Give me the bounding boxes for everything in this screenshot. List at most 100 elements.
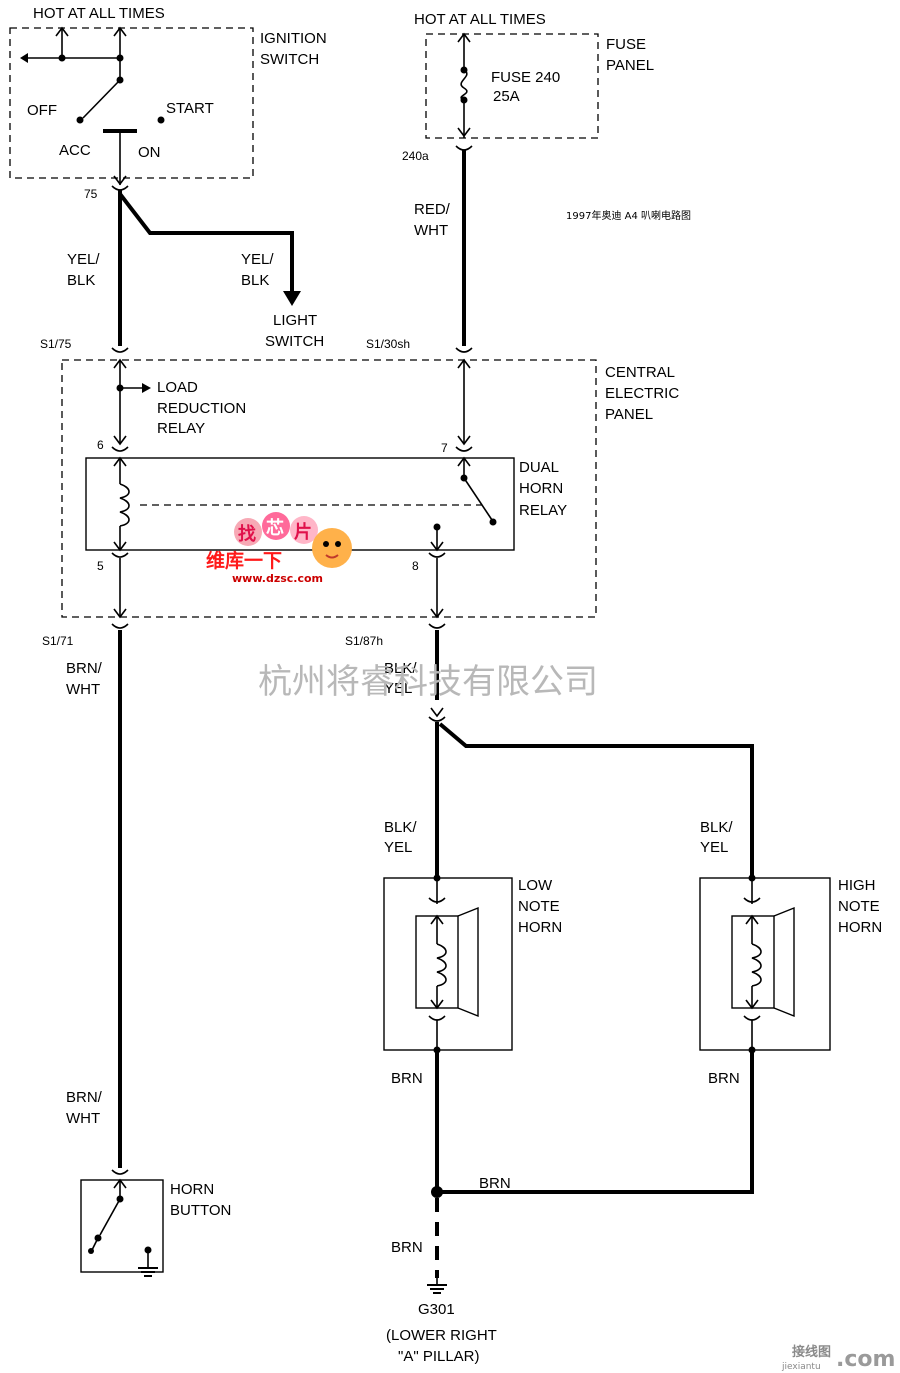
ignition-off-label: OFF (27, 102, 57, 119)
company-watermark: 杭州将睿科技有限公司 (258, 662, 598, 702)
pin-6: 6 (97, 438, 104, 452)
wire-label-brn-wht-2b: WHT (66, 1110, 100, 1127)
fuse-element (460, 69, 468, 101)
ignition-on-label: ON (138, 144, 161, 161)
central-panel-title-1: CENTRAL (605, 364, 675, 381)
low-horn-speaker-icon (457, 906, 479, 1018)
wire-label-brn-wht-2a: BRN/ (66, 1089, 103, 1106)
load-relay-label-3: RELAY (157, 420, 205, 437)
fuse-title-2: PANEL (606, 57, 654, 74)
pin-s1-71: S1/71 (42, 634, 74, 648)
pin-5: 5 (97, 559, 104, 573)
diagram-caption: 1997年奥迪 A4 叭喇电路图 (566, 209, 691, 222)
site-watermark-sub: jiexiantu (781, 1362, 821, 1372)
wire-brn-high (437, 1050, 754, 1194)
relay-title-2: HORN (519, 480, 563, 497)
wire-label-brn-splice: BRN (479, 1175, 511, 1192)
wire-label-red-wht-a: RED/ (414, 201, 451, 218)
load-relay-label-1: LOAD (157, 379, 198, 396)
high-horn-title-3: HORN (838, 919, 882, 936)
ground-location-1: (LOWER RIGHT (386, 1327, 497, 1344)
low-horn-title-1: LOW (518, 877, 553, 894)
high-note-horn: HIGH NOTE HORN (699, 874, 882, 1054)
logo-char-2: 芯 (266, 517, 284, 539)
logo-char-1: 找 (238, 523, 256, 545)
ground-g301: G301 (LOWER RIGHT "A" PILLAR) (386, 1278, 497, 1365)
horn-button-title-1: HORN (170, 1181, 214, 1198)
wire-label-yel-blk-2a: YEL/ (241, 251, 274, 268)
wire-label-blk-yel-1b: YEL (384, 680, 412, 697)
wire-yel-blk-light (118, 192, 294, 292)
logo-slogan: 维库一下 (206, 549, 282, 572)
wire-label-brn-high: BRN (708, 1070, 740, 1087)
pin-7: 7 (441, 441, 448, 455)
central-panel-title-2: ELECTRIC (605, 385, 679, 402)
low-note-horn: LOW NOTE HORN (383, 874, 562, 1054)
high-horn-title-1: HIGH (838, 877, 876, 894)
ignition-acc-label: ACC (59, 142, 91, 159)
dual-horn-relay: DUAL HORN RELAY (85, 456, 567, 552)
site-watermark-com: .com (836, 1347, 895, 1372)
pin-s1-30sh: S1/30sh (366, 337, 410, 351)
high-horn-box (699, 877, 831, 1051)
high-horn-title-2: NOTE (838, 898, 880, 915)
fuse-name: FUSE 240 (491, 69, 560, 86)
ignition-hot-label: HOT AT ALL TIMES (33, 5, 165, 22)
pin-s1-75: S1/75 (40, 337, 72, 351)
mascot-icon (312, 528, 352, 568)
wire-label-brn-wht-1b: WHT (66, 681, 100, 698)
fuse-panel-box (425, 33, 599, 139)
wire-label-yel-blk-1a: YEL/ (67, 251, 100, 268)
logo-url: www.dzsc.com (232, 572, 323, 585)
site-watermark-name: 接线图 (792, 1344, 831, 1360)
horn-button: HORN BUTTON (80, 1169, 231, 1277)
ignition-switch-box (9, 27, 254, 179)
relay-title-1: DUAL (519, 459, 559, 476)
wire-label-red-wht-b: WHT (414, 222, 448, 239)
fuse-panel: HOT AT ALL TIMES FUSE PANEL FUSE 240 25A… (402, 11, 654, 163)
ignition-title-1: IGNITION (260, 30, 327, 47)
ignition-start-label: START (166, 100, 214, 117)
central-electric-panel-box (61, 359, 597, 618)
fuse-pin: 240a (402, 149, 429, 163)
wire-label-blk-yel-3a: BLK/ (700, 819, 733, 836)
pin-8: 8 (412, 559, 419, 573)
high-horn-speaker-icon (773, 906, 795, 1018)
wire-label-blk-yel-1a: BLK/ (384, 660, 417, 677)
central-panel-title-3: PANEL (605, 406, 653, 423)
ground-id: G301 (418, 1301, 455, 1318)
pin-s1-87h: S1/87h (345, 634, 383, 648)
dzsc-watermark-logo: 找 芯 片 维库一下 www.dzsc.com (206, 512, 352, 585)
horn-button-title-2: BUTTON (170, 1202, 231, 1219)
load-relay-label-2: REDUCTION (157, 400, 246, 417)
light-switch-label-1: LIGHT (273, 312, 317, 329)
wire-label-brn-ground: BRN (391, 1239, 423, 1256)
high-horn-coil (751, 943, 762, 987)
jiexiantu-watermark: 接线图 jiexiantu .com (781, 1344, 895, 1372)
wire-blk-yel-high (438, 722, 754, 878)
low-horn-coil (436, 943, 447, 987)
low-horn-title-3: HORN (518, 919, 562, 936)
wire-label-blk-yel-2b: YEL (384, 839, 412, 856)
ignition-pin-75: 75 (84, 187, 98, 201)
low-horn-box (383, 877, 513, 1051)
light-switch-label-2: SWITCH (265, 333, 324, 350)
wire-label-blk-yel-3b: YEL (700, 839, 728, 856)
horn-button-box (80, 1179, 164, 1273)
relay-box (85, 457, 515, 551)
low-horn-title-2: NOTE (518, 898, 560, 915)
wire-label-yel-blk-2b: BLK (241, 272, 269, 289)
wire-label-yel-blk-1b: BLK (67, 272, 95, 289)
ignition-switch: HOT AT ALL TIMES IGNITION SWITCH OFF STA… (9, 5, 327, 201)
wire-label-blk-yel-2a: BLK/ (384, 819, 417, 836)
logo-char-3: 片 (294, 521, 312, 543)
ground-location-2: "A" PILLAR) (398, 1348, 480, 1365)
fuse-rating: 25A (493, 88, 520, 105)
splice-dot (431, 1186, 443, 1198)
relay-title-3: RELAY (519, 502, 567, 519)
wire-label-brn-wht-1a: BRN/ (66, 660, 103, 677)
fuse-hot-label: HOT AT ALL TIMES (414, 11, 546, 28)
wire-label-brn-low: BRN (391, 1070, 423, 1087)
